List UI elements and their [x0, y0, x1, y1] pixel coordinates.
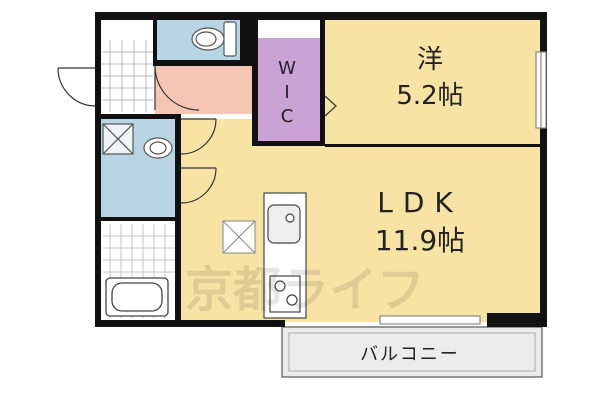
wic-label-w: W [278, 58, 296, 79]
washroom-fixtures [102, 123, 173, 159]
interior-doors [154, 65, 337, 204]
interior-walls [96, 12, 540, 320]
genkan-tiles [102, 40, 153, 112]
western-room-name: 洋 [417, 45, 443, 75]
toilet-fixture [191, 21, 237, 57]
wic-label-c: C [281, 106, 294, 127]
ldk-size: 11.9帖 [375, 224, 465, 257]
balcony-inner-rail [288, 332, 536, 372]
balcony-floor [281, 326, 543, 378]
genkan-floor [100, 18, 153, 114]
watermark: 京都ライフ [185, 262, 425, 318]
bathtub [105, 277, 169, 317]
kitchen-counter [263, 192, 307, 319]
storage-marker [222, 220, 256, 254]
entrance-door [57, 67, 96, 107]
balcony-label: バルコニー [360, 344, 460, 365]
entrance-floor [155, 66, 252, 114]
western-room-size: 5.2帖 [396, 81, 463, 111]
windows [379, 51, 547, 325]
ldk-name: LDK [377, 186, 463, 219]
wic-floor [258, 38, 320, 142]
wic-label-i: I [284, 82, 289, 103]
